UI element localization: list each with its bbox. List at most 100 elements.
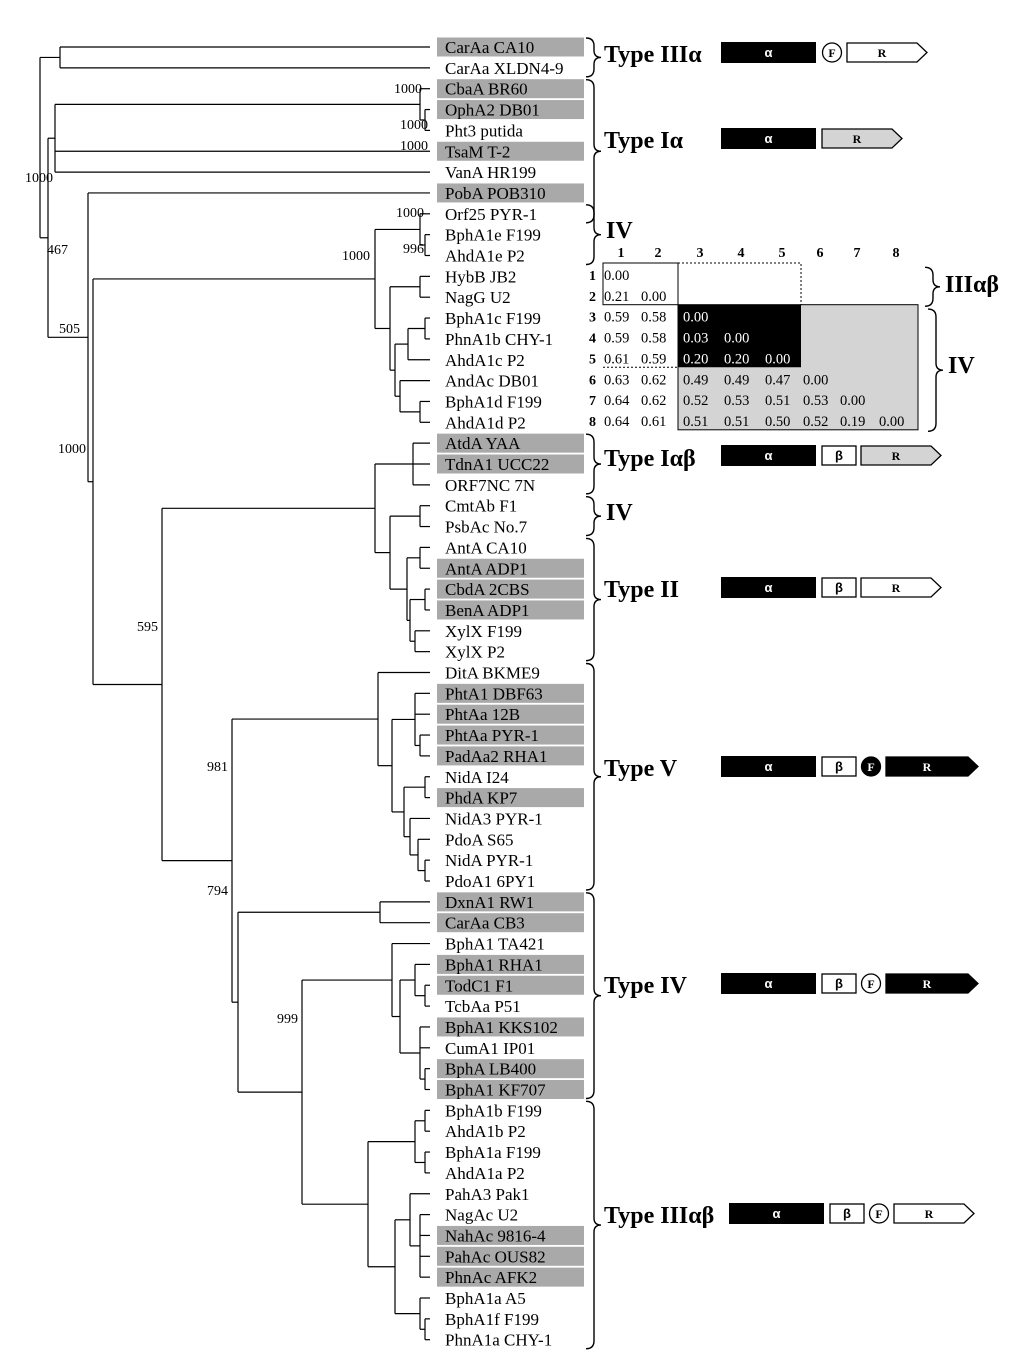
reductase-domain bbox=[821, 128, 903, 149]
leaf-label: XylX P2 bbox=[445, 643, 505, 662]
leaf-highlight bbox=[437, 788, 584, 808]
matrix-row-header: 3 bbox=[589, 311, 596, 326]
beta-domain bbox=[829, 1203, 865, 1224]
matrix-cell: 0.20 bbox=[683, 351, 708, 367]
leaf-label: NagAc U2 bbox=[445, 1206, 518, 1225]
leaf-label: PhnA1b CHY-1 bbox=[445, 330, 553, 349]
leaf-label: PhdA KP7 bbox=[445, 789, 518, 808]
ferredoxin-domain bbox=[860, 756, 882, 777]
matrix-cell: 0.63 bbox=[604, 372, 629, 388]
leaf-label: AntA CA10 bbox=[445, 538, 527, 557]
group-brace bbox=[585, 662, 602, 891]
matrix-cell: 0.59 bbox=[641, 351, 666, 367]
reductase-domain-label: R bbox=[878, 46, 887, 60]
group-iiiab-region bbox=[602, 262, 679, 306]
ferredoxin-domain bbox=[868, 1203, 890, 1224]
leaf-label: AhdA1e P2 bbox=[445, 247, 525, 266]
matrix-cell: 0.20 bbox=[724, 351, 749, 367]
leaf-label: DitA BKME9 bbox=[445, 664, 540, 683]
leaf-label: PhtAa PYR-1 bbox=[445, 726, 539, 745]
leaf-highlight bbox=[437, 454, 584, 474]
leaf-label: CbaA BR60 bbox=[445, 80, 528, 99]
alpha-domain-label: α bbox=[773, 1206, 781, 1221]
alpha-domain bbox=[721, 128, 816, 149]
leaf-highlight bbox=[437, 975, 584, 995]
bootstrap-value: 1000 bbox=[342, 249, 370, 264]
leaf-label: PhtAa 12B bbox=[445, 705, 520, 724]
matrix-cell: 0.00 bbox=[840, 393, 865, 409]
leaf-highlight bbox=[437, 1017, 584, 1037]
alpha-domain bbox=[721, 756, 816, 777]
matrix-cell: 0.53 bbox=[724, 393, 749, 409]
bootstrap-value: 1000 bbox=[394, 82, 422, 97]
leaf-label: AhdA1a P2 bbox=[445, 1164, 525, 1183]
group-label: Type IIIα bbox=[604, 42, 702, 68]
leaf-label: AhdA1b P2 bbox=[445, 1122, 526, 1141]
reductase-domain bbox=[885, 973, 979, 994]
leaf-label: CarAa CB3 bbox=[445, 914, 525, 933]
leaf-highlight bbox=[437, 1225, 584, 1245]
matrix-cell: 0.47 bbox=[765, 372, 790, 388]
ferredoxin-domain-label: F bbox=[867, 760, 874, 774]
group-label: Type IIIαβ bbox=[604, 1203, 714, 1229]
leaf-label: CarAa XLDN4-9 bbox=[445, 59, 564, 78]
matrix-column-header: 5 bbox=[779, 246, 786, 261]
beta-domain bbox=[821, 756, 857, 777]
group-label: Type IV bbox=[604, 973, 688, 999]
leaf-label: NidA3 PYR-1 bbox=[445, 809, 543, 828]
leaf-label: NidA PYR-1 bbox=[445, 851, 533, 870]
leaf-label: PahA3 Pak1 bbox=[445, 1185, 530, 1204]
group-brace bbox=[585, 79, 602, 224]
leaf-label: OphA2 DB01 bbox=[445, 101, 540, 120]
group-label: IIIαβ bbox=[945, 272, 999, 298]
matrix-cell: 0.62 bbox=[641, 372, 666, 388]
alpha-domain-label: α bbox=[765, 759, 773, 774]
group-label: Type Iαβ bbox=[604, 446, 696, 472]
leaf-label: VanA HR199 bbox=[445, 163, 536, 182]
leaf-label: BphA1a A5 bbox=[445, 1289, 526, 1308]
matrix-column-header: 7 bbox=[854, 246, 861, 261]
group-brace bbox=[585, 892, 602, 1100]
matrix-row-header: 5 bbox=[589, 352, 596, 367]
matrix-cell: 0.00 bbox=[765, 351, 790, 367]
leaf-label: AndAc DB01 bbox=[445, 372, 539, 391]
alpha-domain-label: α bbox=[765, 45, 773, 60]
matrix-column-header: 6 bbox=[817, 246, 824, 261]
matrix-cell: 0.62 bbox=[641, 393, 666, 409]
leaf-label: PhnAc AFK2 bbox=[445, 1268, 537, 1287]
leaf-label: XylX F199 bbox=[445, 622, 522, 641]
bootstrap-value: 1000 bbox=[400, 139, 428, 154]
group-brace bbox=[585, 537, 602, 662]
leaf-label: BphA1a F199 bbox=[445, 1143, 541, 1162]
leaf-label: TsaM T-2 bbox=[445, 142, 510, 161]
leaf-label: BphA1 KKS102 bbox=[445, 1018, 558, 1037]
matrix-cell: 0.61 bbox=[604, 351, 629, 367]
leaf-label: PhtA1 DBF63 bbox=[445, 684, 543, 703]
reductase-domain-label: R bbox=[853, 132, 862, 146]
leaf-label: AtdA YAA bbox=[445, 434, 521, 453]
matrix-cell: 0.52 bbox=[683, 393, 708, 409]
matrix-row-header: 2 bbox=[589, 290, 596, 305]
matrix-cell: 0.53 bbox=[803, 393, 828, 409]
matrix-column-header: 8 bbox=[893, 246, 900, 261]
reductase-domain-label: R bbox=[923, 760, 932, 774]
matrix-cell: 0.00 bbox=[803, 372, 828, 388]
leaf-label: BphA LB400 bbox=[445, 1060, 536, 1079]
leaf-label: PdoA S65 bbox=[445, 830, 514, 849]
matrix-row-header: 1 bbox=[589, 269, 596, 284]
leaf-highlight bbox=[437, 579, 584, 599]
group-brace bbox=[585, 37, 602, 78]
leaf-highlight bbox=[437, 1267, 584, 1287]
leaf-label: CumA1 IP01 bbox=[445, 1039, 535, 1058]
matrix-row-header: 6 bbox=[589, 373, 596, 388]
leaf-highlight bbox=[437, 683, 584, 703]
subgroup-region bbox=[678, 304, 801, 368]
matrix-row-header: 7 bbox=[589, 394, 596, 409]
leaf-label: NagG U2 bbox=[445, 288, 511, 307]
matrix-cell: 0.50 bbox=[765, 414, 790, 430]
matrix-column-header: 1 bbox=[618, 246, 625, 261]
leaf-label: AntA ADP1 bbox=[445, 559, 528, 578]
